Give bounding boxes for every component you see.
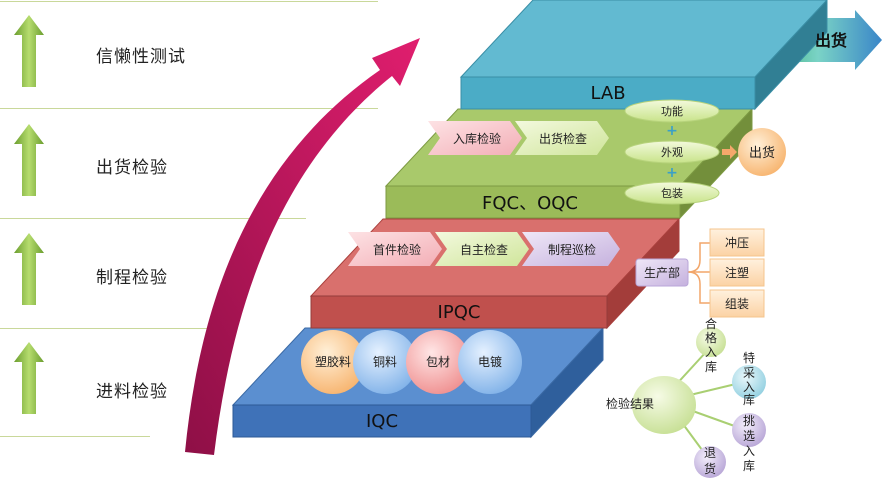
material-item-label: 包材 <box>426 355 450 369</box>
stage-label-incoming: 进料检验 <box>96 382 168 402</box>
outcome-special: 特 采 入 库 <box>732 350 766 407</box>
material-item: 包材 <box>406 330 470 394</box>
process-item-label: 注塑 <box>725 265 749 280</box>
green-up-arrow-icon <box>14 15 44 87</box>
outcome-char: 挑 <box>743 414 755 428</box>
outcome-char: 入 <box>743 444 755 458</box>
arrow-right-icon <box>722 145 737 159</box>
green-up-arrow-icon <box>14 233 44 305</box>
green-up-arrow-icon <box>14 124 44 196</box>
fqc-result: 出货 <box>738 128 786 176</box>
material-item: 铜料 <box>353 330 417 394</box>
outcome-returned: 退 货 <box>694 446 726 478</box>
ipqc-step-label: 首件检验 <box>373 242 421 257</box>
plus-sign: + <box>666 165 678 181</box>
ipqc-step-label: 制程巡检 <box>548 242 596 257</box>
inspection-result-label: 检验结果 <box>606 396 654 411</box>
fqc-check-label: 包装 <box>661 187 683 200</box>
divider-line <box>0 436 150 437</box>
divider-line <box>0 328 222 329</box>
outcome-accepted: 合 格 入 库 <box>696 316 726 374</box>
fqc-check-item: 功能 <box>624 99 720 123</box>
material-item-label: 电镀 <box>478 355 502 369</box>
outcome-char: 合 <box>705 316 717 331</box>
outcome-char: 库 <box>705 359 717 374</box>
curved-progress-arrow-icon <box>185 38 420 455</box>
outcome-char: 入 <box>743 380 755 394</box>
layer-iqc-label: IQC <box>366 411 398 432</box>
material-item: 塑胶料 <box>301 330 365 394</box>
outcome-char: 库 <box>743 392 755 407</box>
fqc-check-item: 外观 <box>624 140 720 164</box>
fqc-result-label: 出货 <box>749 145 775 161</box>
process-item: 注塑 <box>709 258 765 287</box>
divider-line <box>0 218 306 219</box>
outcome-char: 库 <box>743 458 755 473</box>
layer-fqc-label: FQC、OQC <box>482 193 578 214</box>
stage-label-reliability: 信懒性测试 <box>96 47 186 67</box>
outcome-char: 特 <box>743 350 755 365</box>
process-item: 组装 <box>709 289 765 318</box>
layer-lab: LAB <box>459 0 828 111</box>
fqc-step: 入库检验 <box>428 121 522 155</box>
outcome-char: 采 <box>743 366 755 380</box>
ipqc-step-label: 自主检查 <box>460 242 508 257</box>
green-up-arrow-icon <box>14 342 44 414</box>
outcome-char: 入 <box>705 345 717 359</box>
ipqc-step: 制程巡检 <box>522 232 620 266</box>
stage-label-process: 制程检验 <box>96 268 168 288</box>
fqc-step: 出货检查 <box>515 121 609 155</box>
process-item-label: 冲压 <box>725 235 749 250</box>
divider-line <box>0 1 378 2</box>
layer-ipqc-label: IPQC <box>438 302 481 323</box>
production-dept-label: 生产部 <box>644 265 680 280</box>
divider-line <box>0 108 378 109</box>
ipqc-step: 自主检查 <box>435 232 529 266</box>
outcome-sorted: 挑 选 入 库 <box>732 413 766 473</box>
fqc-check-item: 包装 <box>624 181 720 205</box>
fqc-step-label: 入库检验 <box>453 131 501 146</box>
outcome-char: 货 <box>704 461 716 476</box>
stage-label-shipping: 出货检验 <box>96 158 168 178</box>
outcome-char: 退 <box>704 446 716 460</box>
production-dept: 生产部 <box>635 258 689 287</box>
process-item-label: 组装 <box>725 297 749 311</box>
material-item-label: 铜料 <box>373 354 397 369</box>
material-item-label: 塑胶料 <box>315 354 351 369</box>
process-item: 冲压 <box>709 228 765 257</box>
fqc-check-label: 外观 <box>661 146 683 159</box>
outcome-char: 选 <box>743 429 755 443</box>
outcome-char: 格 <box>705 330 717 345</box>
plus-sign: + <box>666 123 678 139</box>
branch-lines <box>687 242 710 304</box>
inspection-result: 检验结果 <box>606 376 696 434</box>
fqc-step-label: 出货检查 <box>539 131 587 146</box>
fqc-check-label: 功能 <box>661 104 683 118</box>
shipping-banner-label: 出货 <box>815 31 848 50</box>
material-item: 电镀 <box>458 330 522 394</box>
ipqc-step: 首件检验 <box>348 232 442 266</box>
layer-lab-label: LAB <box>590 83 625 104</box>
